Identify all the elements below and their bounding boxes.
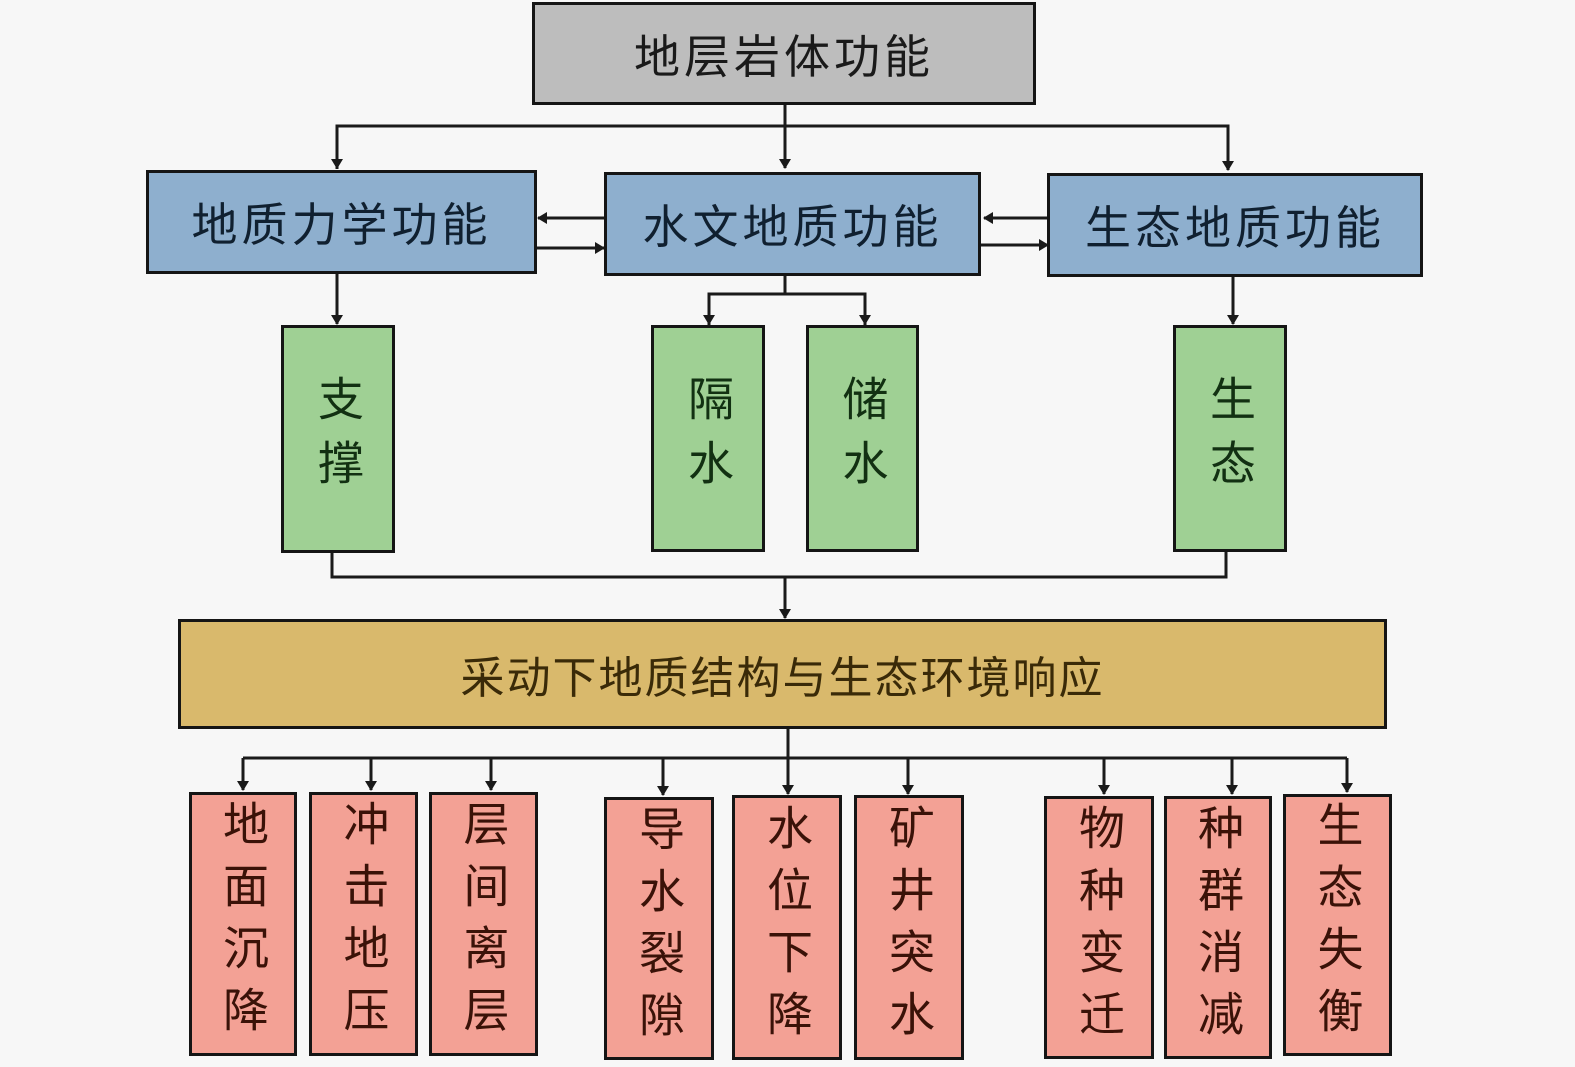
- bracket-root: [335, 124, 1230, 169]
- effect-node: 冲击地压: [309, 792, 418, 1056]
- sub-function-label: 隔水: [681, 374, 735, 503]
- sub-function-label: 支撑: [311, 375, 365, 503]
- effect-node: 水位下降: [732, 795, 842, 1060]
- effect-label: 地面沉降: [216, 800, 270, 1048]
- effect-node: 矿井突水: [854, 795, 964, 1060]
- sub-function-label: 生态: [1203, 374, 1257, 503]
- effect-node: 生态失衡: [1283, 794, 1392, 1056]
- effect-node: 地面沉降: [189, 792, 297, 1056]
- response-node: 采动下地质结构与生态环境响应: [178, 619, 1387, 729]
- sub-function-ecology: 生态: [1173, 325, 1287, 552]
- effect-node: 层间离层: [429, 792, 538, 1056]
- function-label: 生态地质功能: [1085, 201, 1385, 255]
- function-hydrogeological: 水文地质功能: [604, 172, 981, 276]
- effect-label: 水位下降: [760, 803, 814, 1052]
- effect-label: 冲击地压: [336, 800, 391, 1048]
- root-label: 地层岩体功能: [634, 29, 934, 84]
- sub-function-support: 支撑: [281, 325, 395, 553]
- effect-node: 导水裂隙: [604, 797, 714, 1060]
- function-ecogeological: 生态地质功能: [1047, 173, 1423, 277]
- sub-function-water-storage: 储水: [806, 325, 919, 552]
- effect-node: 种群消减: [1164, 796, 1272, 1059]
- bracket-hydro: [707, 292, 867, 325]
- function-geomechanical: 地质力学功能: [146, 170, 537, 274]
- effect-label: 物种变迁: [1072, 803, 1126, 1052]
- effect-label: 导水裂隙: [632, 804, 686, 1053]
- response-label: 采动下地质结构与生态环境响应: [460, 653, 1105, 704]
- function-label: 地质力学功能: [191, 198, 492, 252]
- effect-label: 生态失衡: [1310, 801, 1365, 1049]
- sub-function-aquiclude: 隔水: [651, 325, 765, 552]
- effect-label: 层间离层: [456, 800, 511, 1048]
- sub-function-label: 储水: [835, 374, 890, 503]
- effect-label: 种群消减: [1191, 803, 1245, 1052]
- root-node: 地层岩体功能: [532, 2, 1036, 105]
- bracket-subs: [330, 552, 1228, 579]
- effect-label: 矿井突水: [882, 803, 936, 1052]
- function-label: 水文地质功能: [642, 200, 943, 254]
- effect-node: 物种变迁: [1044, 796, 1154, 1059]
